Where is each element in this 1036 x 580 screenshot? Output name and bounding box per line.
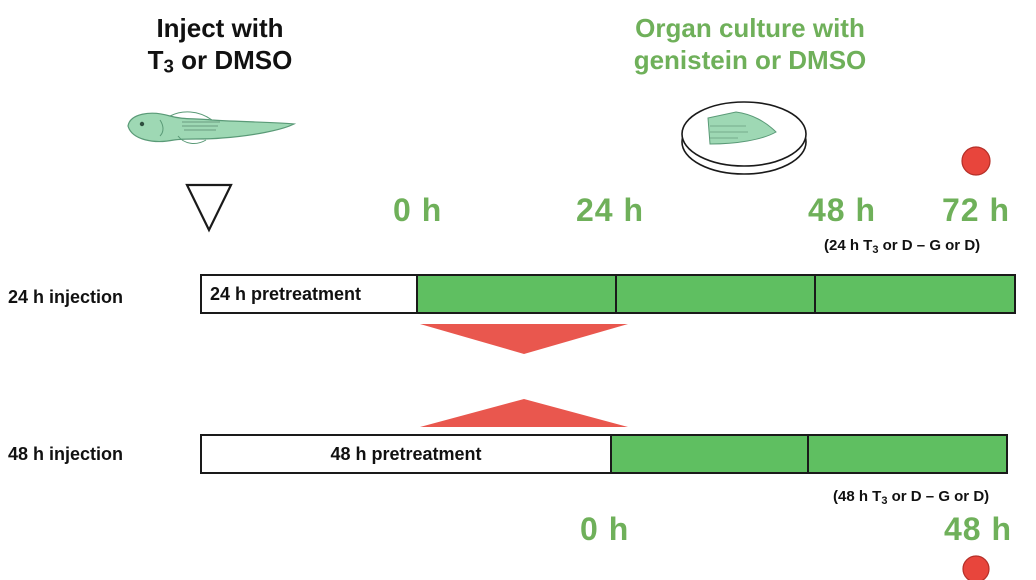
hour-label-48h: 48 h — [944, 511, 1012, 547]
culture-heading-line1: Organ culture with — [590, 12, 910, 44]
hour-label-48h: 48 h — [808, 192, 876, 228]
sampling-dot-icon — [960, 145, 992, 177]
hour-label-72h: 72 h — [942, 192, 1010, 228]
culture-segment — [612, 436, 809, 472]
hour-label-0h: 0 h — [580, 511, 629, 547]
sampling-dot-icon — [961, 554, 991, 580]
culture-segment — [617, 276, 816, 312]
timeline-bar-24h: 24 h pretreatment — [200, 274, 1016, 314]
petri-dish-icon — [676, 92, 812, 180]
culture-segment — [809, 436, 1006, 472]
hour-label-24h: 24 h — [576, 192, 644, 228]
culture-segment — [816, 276, 1014, 312]
tadpole-icon — [122, 108, 298, 150]
timeline-note-24h: (24 h T3 or D – G or D) — [824, 237, 980, 255]
row-label-48h-injection: 48 h injection — [8, 443, 123, 465]
shift-down-triangle — [418, 322, 630, 356]
row-label-24h-injection: 24 h injection — [8, 286, 123, 308]
inject-heading-line1: Inject with — [110, 12, 330, 44]
culture-heading-line2: genistein or DMSO — [590, 44, 910, 76]
injection-arrow-icon — [184, 182, 234, 234]
timeline-bar-48h: 48 h pretreatment — [200, 434, 1008, 474]
shift-up-triangle — [418, 397, 630, 429]
inject-heading-line2: T3 or DMSO — [110, 44, 330, 76]
culture-segment — [418, 276, 617, 312]
culture-heading: Organ culture with genistein or DMSO — [590, 12, 910, 76]
hour-label-0h: 0 h — [393, 192, 442, 228]
inject-heading: Inject with T3 or DMSO — [110, 12, 330, 76]
pretreatment-segment: 24 h pretreatment — [202, 276, 418, 312]
timeline-note-48h: (48 h T3 or D – G or D) — [833, 488, 989, 506]
pretreatment-segment: 48 h pretreatment — [202, 436, 612, 472]
